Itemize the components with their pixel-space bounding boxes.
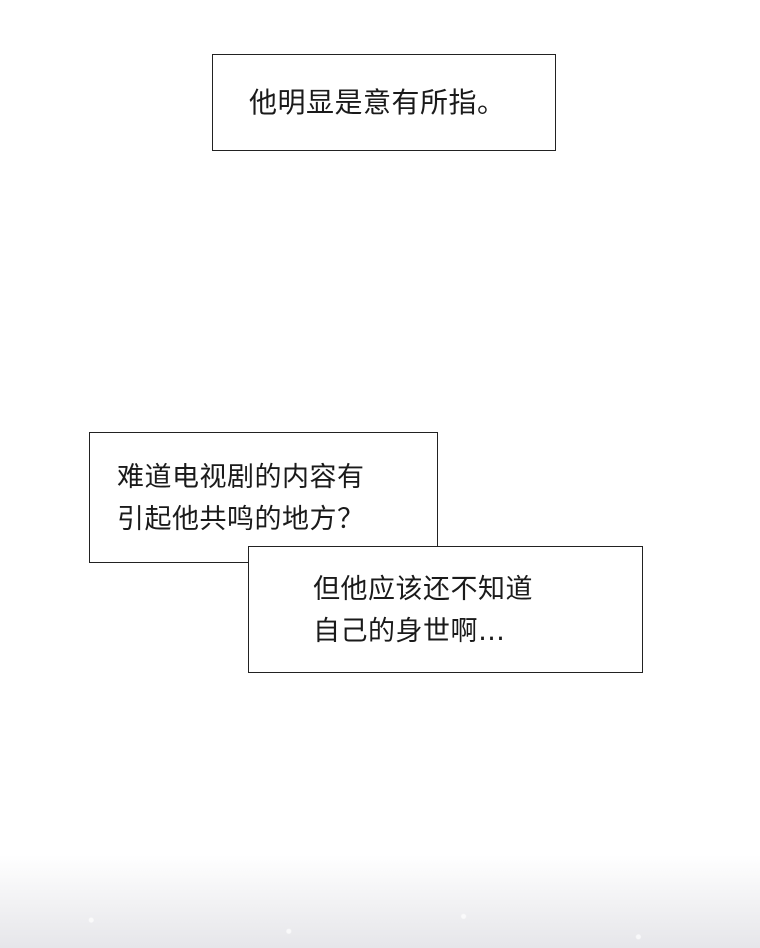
narration-text-line-2: 自己的身世啊…: [313, 616, 506, 647]
next-panel-edge: [0, 855, 760, 948]
narration-text-line-2: 引起他共鸣的地方？: [117, 504, 365, 535]
narration-text: 他明显是意有所指。: [249, 85, 506, 119]
narration-text-line-1: 难道电视剧的内容有: [117, 462, 365, 493]
narration-box-3: 但他应该还不知道 自己的身世啊…: [248, 546, 643, 673]
narration-box-1: 他明显是意有所指。: [212, 54, 556, 151]
narration-text-line-1: 但他应该还不知道: [313, 574, 533, 605]
narration-box-2: 难道电视剧的内容有 引起他共鸣的地方？: [89, 432, 438, 563]
